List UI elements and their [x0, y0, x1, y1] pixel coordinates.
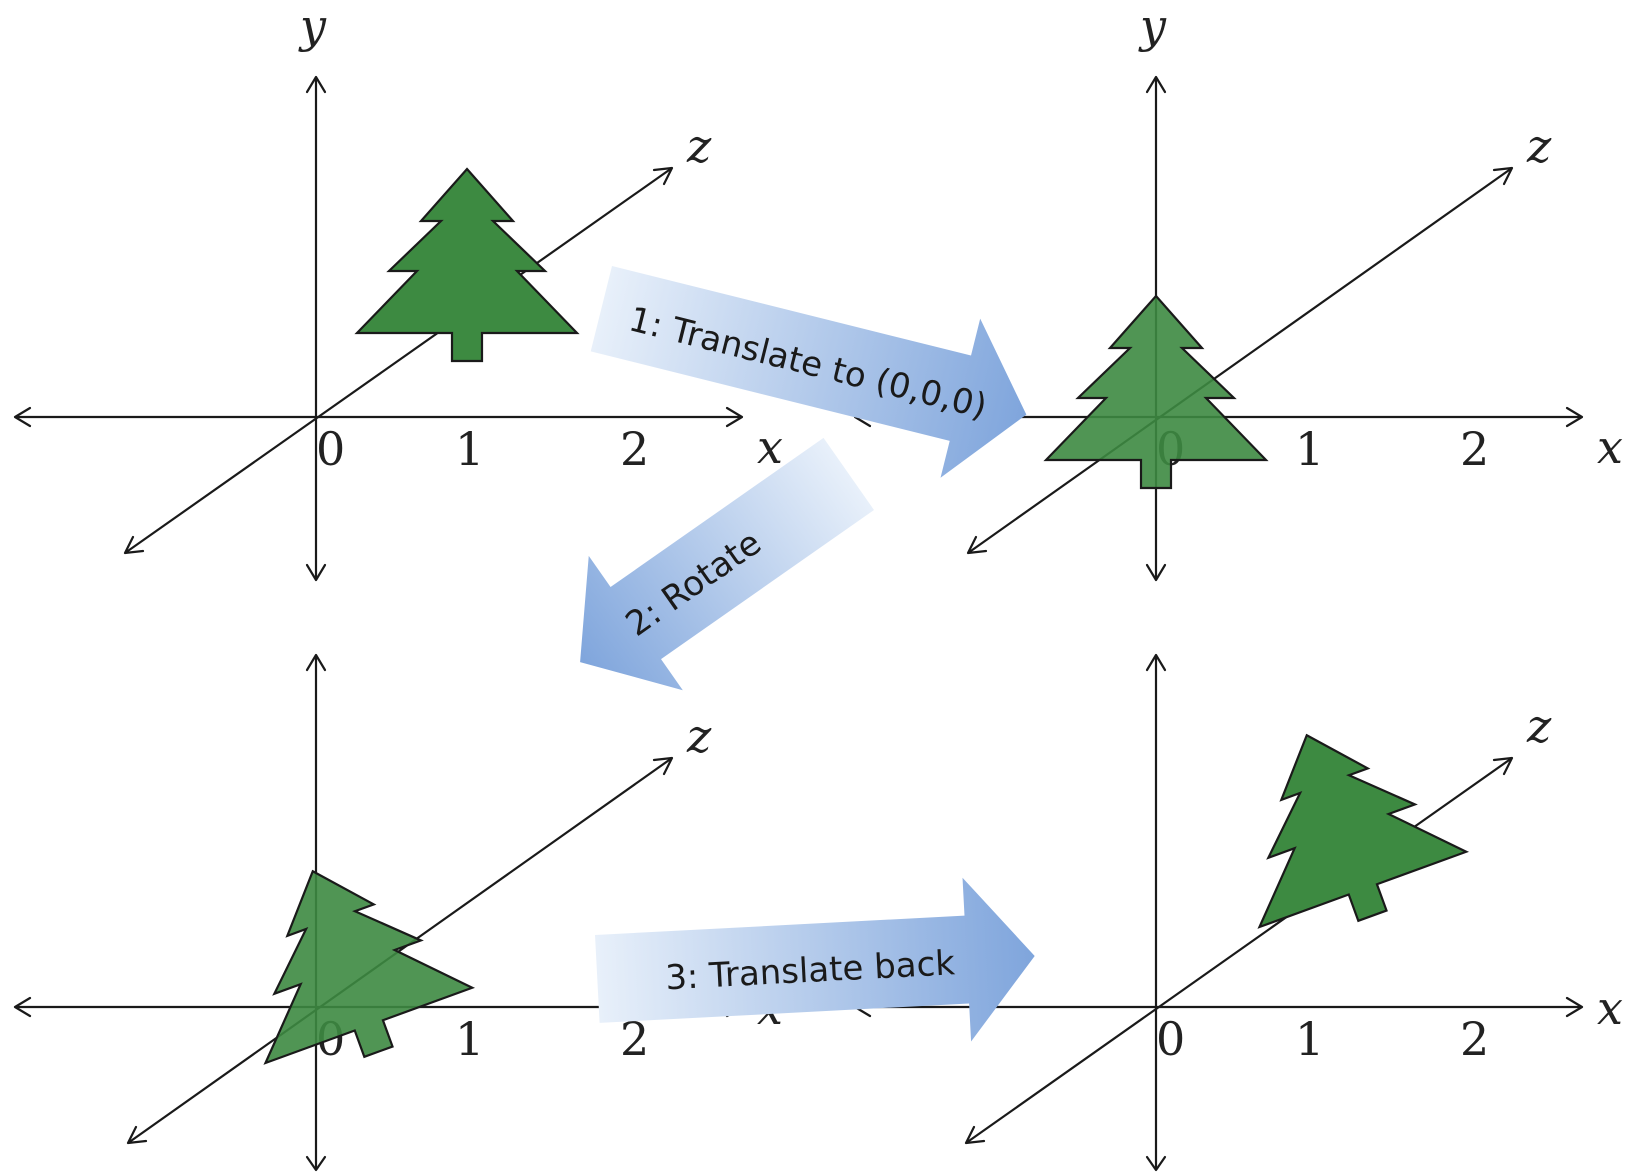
arrow-shape	[595, 877, 1035, 1042]
y-axis-arrow-up	[305, 653, 327, 672]
tick-0: 0	[1156, 1012, 1185, 1066]
axes-group	[853, 75, 1584, 582]
z-axis-arrow-down	[126, 1125, 148, 1145]
tick-1: 1	[1295, 422, 1324, 476]
tree-shape	[208, 832, 483, 1091]
tick-2: 2	[620, 422, 649, 476]
x-axis-arrow-left	[13, 996, 32, 1018]
panel-rotated: z x 0 1 2	[13, 653, 783, 1172]
z-axis-label: z	[686, 119, 712, 173]
axes-group	[13, 75, 744, 582]
z-axis-label: z	[1526, 699, 1552, 753]
tick-2: 2	[1460, 422, 1489, 476]
z-axis-line	[127, 757, 673, 1144]
z-axis-arrow-up	[1492, 166, 1514, 186]
y-axis-arrow-down	[305, 1155, 327, 1172]
axes-group	[13, 653, 744, 1172]
z-axis-arrow-up	[652, 166, 674, 186]
tree-shape	[355, 167, 579, 363]
tick-1: 1	[1295, 1012, 1324, 1066]
tick-2: 2	[1460, 1012, 1489, 1066]
panel-original: y z x 0 1 2	[13, 0, 783, 582]
tree-shape	[1044, 294, 1268, 490]
y-axis-label: y	[298, 0, 327, 53]
z-axis-label: z	[1526, 119, 1552, 173]
x-axis-arrow-right	[1565, 996, 1584, 1018]
z-axis-line	[967, 167, 1513, 554]
y-axis-arrow-down	[1145, 563, 1167, 582]
z-axis-arrow-up	[652, 756, 674, 776]
tree-shape	[1202, 696, 1477, 955]
tick-1: 1	[455, 1012, 484, 1066]
tick-1: 1	[455, 422, 484, 476]
y-axis-arrow-up	[1145, 653, 1167, 672]
z-axis-arrow-up	[1492, 756, 1514, 776]
x-axis-label: x	[1597, 420, 1623, 474]
z-axis-line	[965, 757, 1513, 1144]
x-axis-arrow-left	[13, 406, 32, 428]
step-arrow-2: 2: Rotate	[580, 437, 874, 691]
y-axis-arrow-up	[1145, 75, 1167, 94]
y-axis-arrow-down	[1145, 1155, 1167, 1172]
x-axis-arrow-right	[1565, 406, 1584, 428]
y-axis-arrow-down	[305, 563, 327, 582]
x-axis-label: x	[757, 420, 783, 474]
z-axis-arrow-down	[123, 535, 145, 555]
arrow-shape	[580, 437, 874, 691]
z-axis-arrow-down	[964, 1125, 986, 1145]
step-arrow-3: 3: Translate back	[595, 877, 1035, 1042]
axes-group	[853, 653, 1584, 1172]
x-axis-arrow-right	[725, 406, 744, 428]
panel-translated: y z x 0 1 2	[853, 0, 1623, 582]
y-axis-label: y	[1138, 0, 1167, 53]
z-axis-label: z	[686, 709, 712, 763]
x-axis-label: x	[1597, 981, 1623, 1035]
y-axis-arrow-up	[305, 75, 327, 94]
z-axis-arrow-down	[966, 535, 988, 555]
arrow-shape	[590, 266, 1027, 478]
tick-0: 0	[316, 422, 345, 476]
z-axis-line	[124, 167, 673, 554]
